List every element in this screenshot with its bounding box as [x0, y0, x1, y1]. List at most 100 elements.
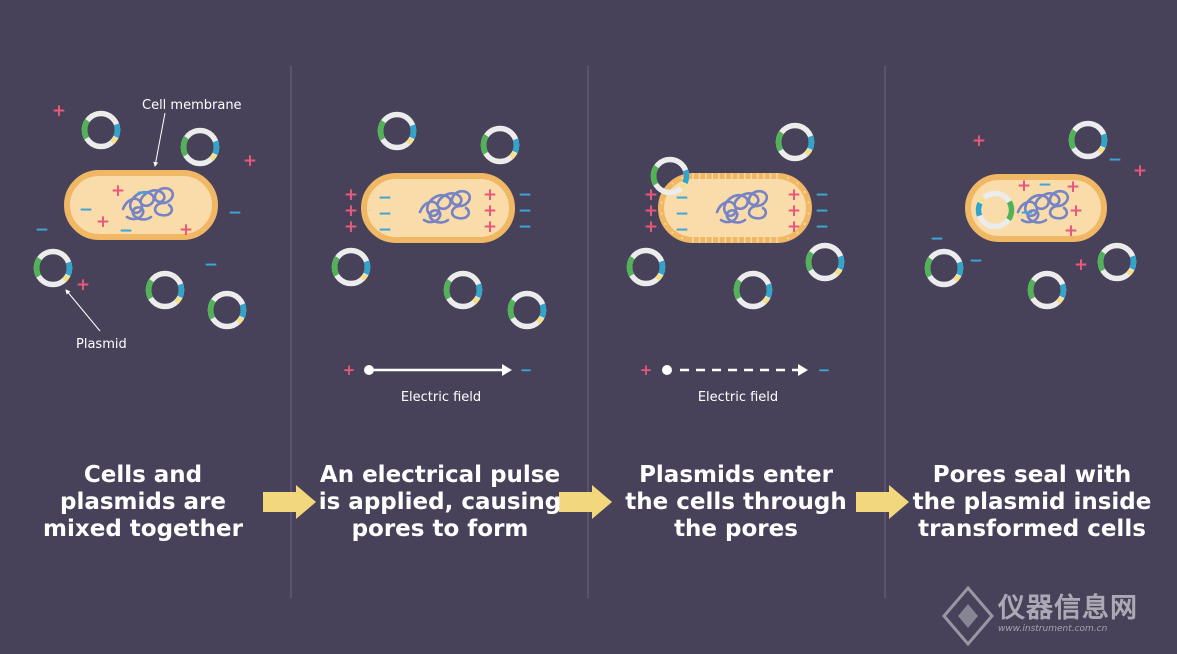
- field-arrowhead: [798, 364, 808, 376]
- plasmid-label: Plasmid: [76, 337, 127, 352]
- electric-field-label: Electric field: [401, 390, 481, 405]
- watermark-logo-icon: [942, 585, 994, 647]
- plasmid: [377, 111, 417, 151]
- porated-cell: [658, 173, 812, 243]
- positive-charge-sign: +: [1017, 176, 1031, 196]
- bacterial-cell: [361, 173, 515, 243]
- negative-charge-sign: −: [35, 220, 49, 240]
- panel-1-illustration: ++−−−++−−−++ Cell membrane Plasmid: [33, 98, 257, 352]
- positive-charge-sign: +: [111, 181, 125, 201]
- panel-2-illustration: +++−−−+++−−− + − Electric field: [331, 111, 547, 405]
- watermark: 仪器信息网 www.instrument.com.cn: [940, 582, 1170, 652]
- negative-charge-sign: −: [518, 217, 532, 237]
- negative-charge-sign: −: [378, 188, 392, 208]
- positive-charge-sign: +: [243, 151, 257, 171]
- positive-charge-sign: +: [96, 212, 110, 232]
- field-minus-sign: −: [818, 361, 831, 379]
- field-plus-sign: +: [343, 361, 356, 379]
- plasmid: [331, 247, 371, 287]
- positive-charge-sign: +: [344, 201, 358, 221]
- negative-charge-sign: −: [815, 185, 829, 205]
- plasmid: [1097, 242, 1137, 282]
- positive-charge-sign: +: [52, 101, 66, 121]
- membrane-pores: [660, 173, 810, 243]
- plasmid: [33, 248, 73, 288]
- transformed-cell: [965, 174, 1107, 242]
- plasmid: [207, 290, 247, 330]
- watermark-url: www.instrument.com.cn: [998, 624, 1108, 634]
- negative-charge-sign: −: [815, 201, 829, 221]
- step-arrow-icon: [263, 485, 316, 519]
- panel-3-illustration: +++−−−+++−−− + − Electric field: [626, 122, 845, 405]
- electric-field-label: Electric field: [698, 390, 778, 405]
- negative-charge-sign: −: [378, 220, 392, 240]
- positive-charge-sign: +: [787, 201, 801, 221]
- negative-charge-sign: −: [518, 201, 532, 221]
- bacterial-cell: [64, 170, 218, 240]
- negative-charge-sign: −: [1020, 203, 1034, 223]
- field-origin-dot: [662, 365, 672, 375]
- negative-charge-sign: −: [518, 185, 532, 205]
- plasmid: [443, 270, 483, 310]
- field-plus-sign: +: [640, 361, 653, 379]
- cell-membrane-label: Cell membrane: [142, 98, 242, 113]
- panel-4-illustration: ++−−−++−−+++: [924, 120, 1147, 310]
- plasmid: [1068, 120, 1108, 160]
- plasmid: [775, 122, 815, 162]
- positive-charge-sign: +: [972, 131, 986, 151]
- plasmid: [1027, 270, 1067, 310]
- negative-charge-sign: −: [136, 183, 150, 203]
- plasmid: [507, 290, 547, 330]
- plasmid: [480, 125, 520, 165]
- negative-charge-sign: −: [815, 217, 829, 237]
- chromosomal-dna: [1016, 189, 1070, 224]
- negative-charge-sign: −: [228, 203, 242, 223]
- negative-charge-sign: −: [930, 229, 944, 249]
- plasmid: [145, 270, 185, 310]
- plasmid: [924, 248, 964, 288]
- electric-field-dashed-arrow: + −: [640, 361, 831, 379]
- negative-charge-sign: −: [204, 255, 218, 275]
- plasmid: [733, 270, 773, 310]
- positive-charge-sign: +: [76, 275, 90, 295]
- field-minus-sign: −: [520, 361, 533, 379]
- plasmid: [81, 110, 121, 150]
- positive-charge-sign: +: [483, 201, 497, 221]
- plasmid: [650, 156, 690, 196]
- watermark-brand: 仪器信息网: [998, 593, 1138, 624]
- positive-charge-sign: +: [344, 185, 358, 205]
- plasmid: [805, 242, 845, 282]
- positive-charge-sign: +: [644, 185, 658, 205]
- chromosomal-dna: [715, 189, 769, 224]
- negative-charge-sign: −: [1038, 175, 1052, 195]
- positive-charge-sign: +: [1069, 201, 1083, 221]
- negative-charge-sign: −: [675, 188, 689, 208]
- negative-charge-sign: −: [1108, 150, 1122, 170]
- negative-charge-sign: −: [969, 251, 983, 271]
- positive-charge-sign: +: [1066, 177, 1080, 197]
- step-arrow-icon: [559, 485, 612, 519]
- negative-charge-sign: −: [119, 221, 133, 241]
- positive-charge-sign: +: [1064, 221, 1078, 241]
- positive-charge-sign: +: [179, 220, 193, 240]
- plasmid: [180, 127, 220, 167]
- negative-charge-sign: −: [675, 204, 689, 224]
- field-origin-dot: [364, 365, 374, 375]
- positive-charge-sign: +: [1074, 255, 1088, 275]
- negative-charge-sign: −: [378, 204, 392, 224]
- positive-charge-sign: +: [483, 217, 497, 237]
- negative-charge-sign: −: [79, 200, 93, 220]
- positive-charge-sign: +: [1133, 161, 1147, 181]
- plasmid-pointer: [65, 289, 101, 332]
- positive-charge-sign: +: [787, 217, 801, 237]
- positive-charge-sign: +: [483, 185, 497, 205]
- cell-membrane-pointer: [153, 112, 166, 167]
- step-arrow-icon: [856, 485, 909, 519]
- positive-charge-sign: +: [787, 185, 801, 205]
- chromosomal-dna: [121, 186, 175, 221]
- field-arrowhead: [502, 364, 512, 376]
